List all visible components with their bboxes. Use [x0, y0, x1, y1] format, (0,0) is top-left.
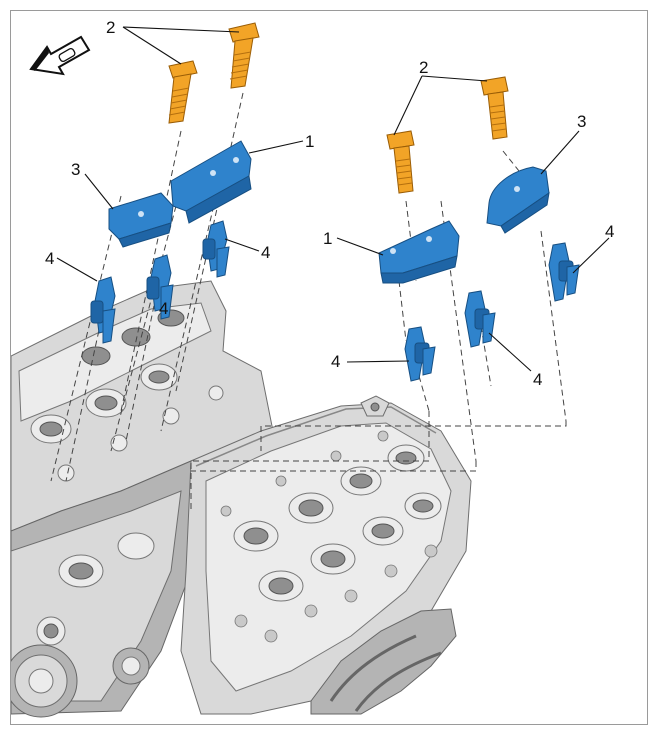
bolt-left-2: [228, 22, 260, 89]
bracket-left: [108, 192, 174, 248]
injector-left-3: [202, 220, 230, 278]
callout-4-left-c: 4: [159, 299, 168, 318]
leader-lines: [56, 26, 610, 372]
bracket-right: [486, 166, 550, 234]
engine-block: [11, 280, 472, 718]
bolt-left-1: [168, 60, 198, 124]
bolt-right-1: [386, 130, 415, 194]
retainer-left: [170, 140, 252, 224]
callout-3-right: 3: [577, 112, 586, 131]
callout-4-left-b: 4: [261, 243, 270, 262]
forward-arrow-icon: [29, 35, 91, 76]
callout-2-right: 2: [419, 58, 428, 77]
injector-right-2: [464, 290, 496, 348]
injector-left-2: [146, 254, 174, 320]
bolt-right-2: [480, 76, 509, 140]
diagram-frame: 2 2 1 3 3 1 4 4 4 4 4 4: [10, 10, 648, 725]
injector-right-3: [548, 242, 580, 302]
exploded-view: 2 2 1 3 3 1 4 4 4 4 4 4: [11, 18, 614, 718]
callout-4-right-c: 4: [533, 370, 542, 389]
callout-4-right: 4: [605, 222, 614, 241]
callout-4-left: 4: [45, 249, 54, 268]
callout-3-left: 3: [71, 160, 80, 179]
callout-4-right-b: 4: [331, 352, 340, 371]
callout-2-left: 2: [106, 18, 115, 37]
assembly-lines: [50, 92, 567, 511]
injector-right-1: [404, 326, 436, 382]
injector-left-1: [90, 276, 116, 344]
callouts: 2 2 1 3 3 1 4 4 4 4 4 4: [45, 18, 614, 389]
callout-1-right: 1: [323, 229, 332, 248]
callout-1-left: 1: [305, 132, 314, 151]
retainer-right: [378, 220, 460, 284]
